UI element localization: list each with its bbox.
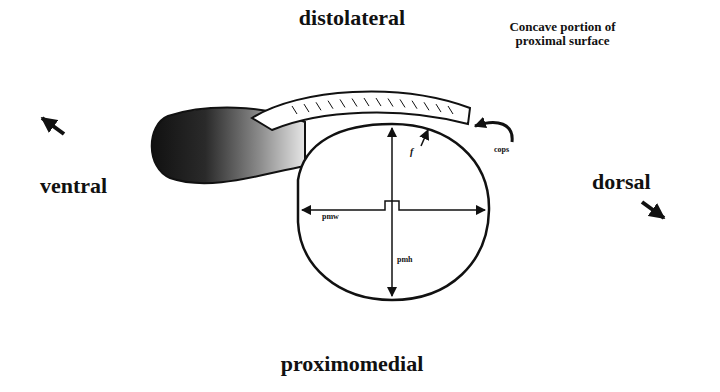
hatch-stroke (292, 106, 297, 114)
hatch-stroke (304, 104, 309, 112)
hatch-stroke (316, 102, 321, 110)
dorsal-arrow (642, 202, 664, 218)
abbreviation-label: cops (494, 146, 509, 155)
orientation-label: proximomedial (281, 352, 424, 376)
orientation-label: ventral (40, 174, 107, 198)
hatch-stroke (388, 99, 393, 107)
hatch-stroke (364, 98, 369, 106)
crest-hatching (292, 98, 453, 114)
measure-label: f (410, 146, 413, 157)
hatch-stroke (400, 99, 405, 107)
hatch-stroke (340, 99, 345, 107)
annotation-label: Concave portion of proximal surface (500, 20, 625, 49)
concave-arrow (475, 123, 512, 142)
pointer-line (421, 130, 428, 146)
hatch-stroke (376, 98, 381, 106)
measure-label: pmw (322, 213, 339, 222)
hatch-stroke (448, 106, 453, 114)
orientation-label: dorsal (592, 170, 651, 194)
proximal-surface (298, 124, 489, 300)
hatch-stroke (436, 104, 441, 112)
hatch-stroke (424, 102, 429, 110)
ventral-arrow (42, 118, 64, 134)
width-measure (302, 201, 485, 210)
height-measure (391, 128, 393, 296)
hatch-stroke (352, 99, 357, 107)
bone-crest (252, 92, 470, 130)
hatch-stroke (412, 101, 417, 109)
measure-label: pmh (397, 256, 413, 265)
hatch-stroke (328, 101, 333, 109)
orientation-label: distolateral (299, 6, 405, 30)
